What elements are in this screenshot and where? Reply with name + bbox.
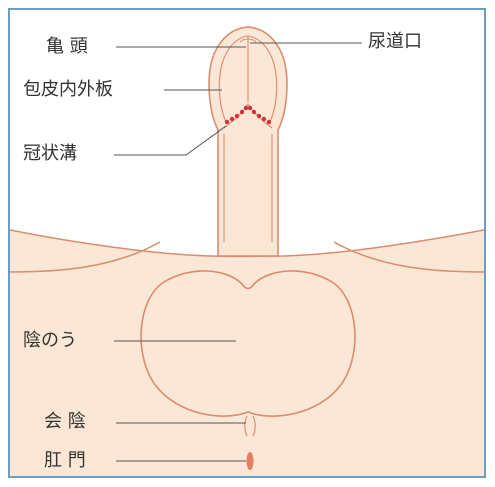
label-perineum: 会 陰 — [44, 412, 86, 432]
label-scrotum: 陰のう — [23, 331, 77, 351]
label-coronal-sulcus: 冠状溝 — [23, 144, 77, 164]
anus — [247, 452, 254, 470]
label-glans: 亀 頭 — [46, 37, 88, 57]
scrotum — [141, 271, 355, 416]
label-foreskin: 包皮内外板 — [23, 80, 113, 100]
label-urethral-opening: 尿道口 — [368, 32, 422, 52]
leader-coronal-sulcus — [114, 126, 226, 155]
label-anus: 肛 門 — [44, 451, 86, 471]
diagram-frame: 亀 頭 尿道口 包皮内外板 冠状溝 陰のう 会 陰 肛 門 — [8, 8, 486, 478]
